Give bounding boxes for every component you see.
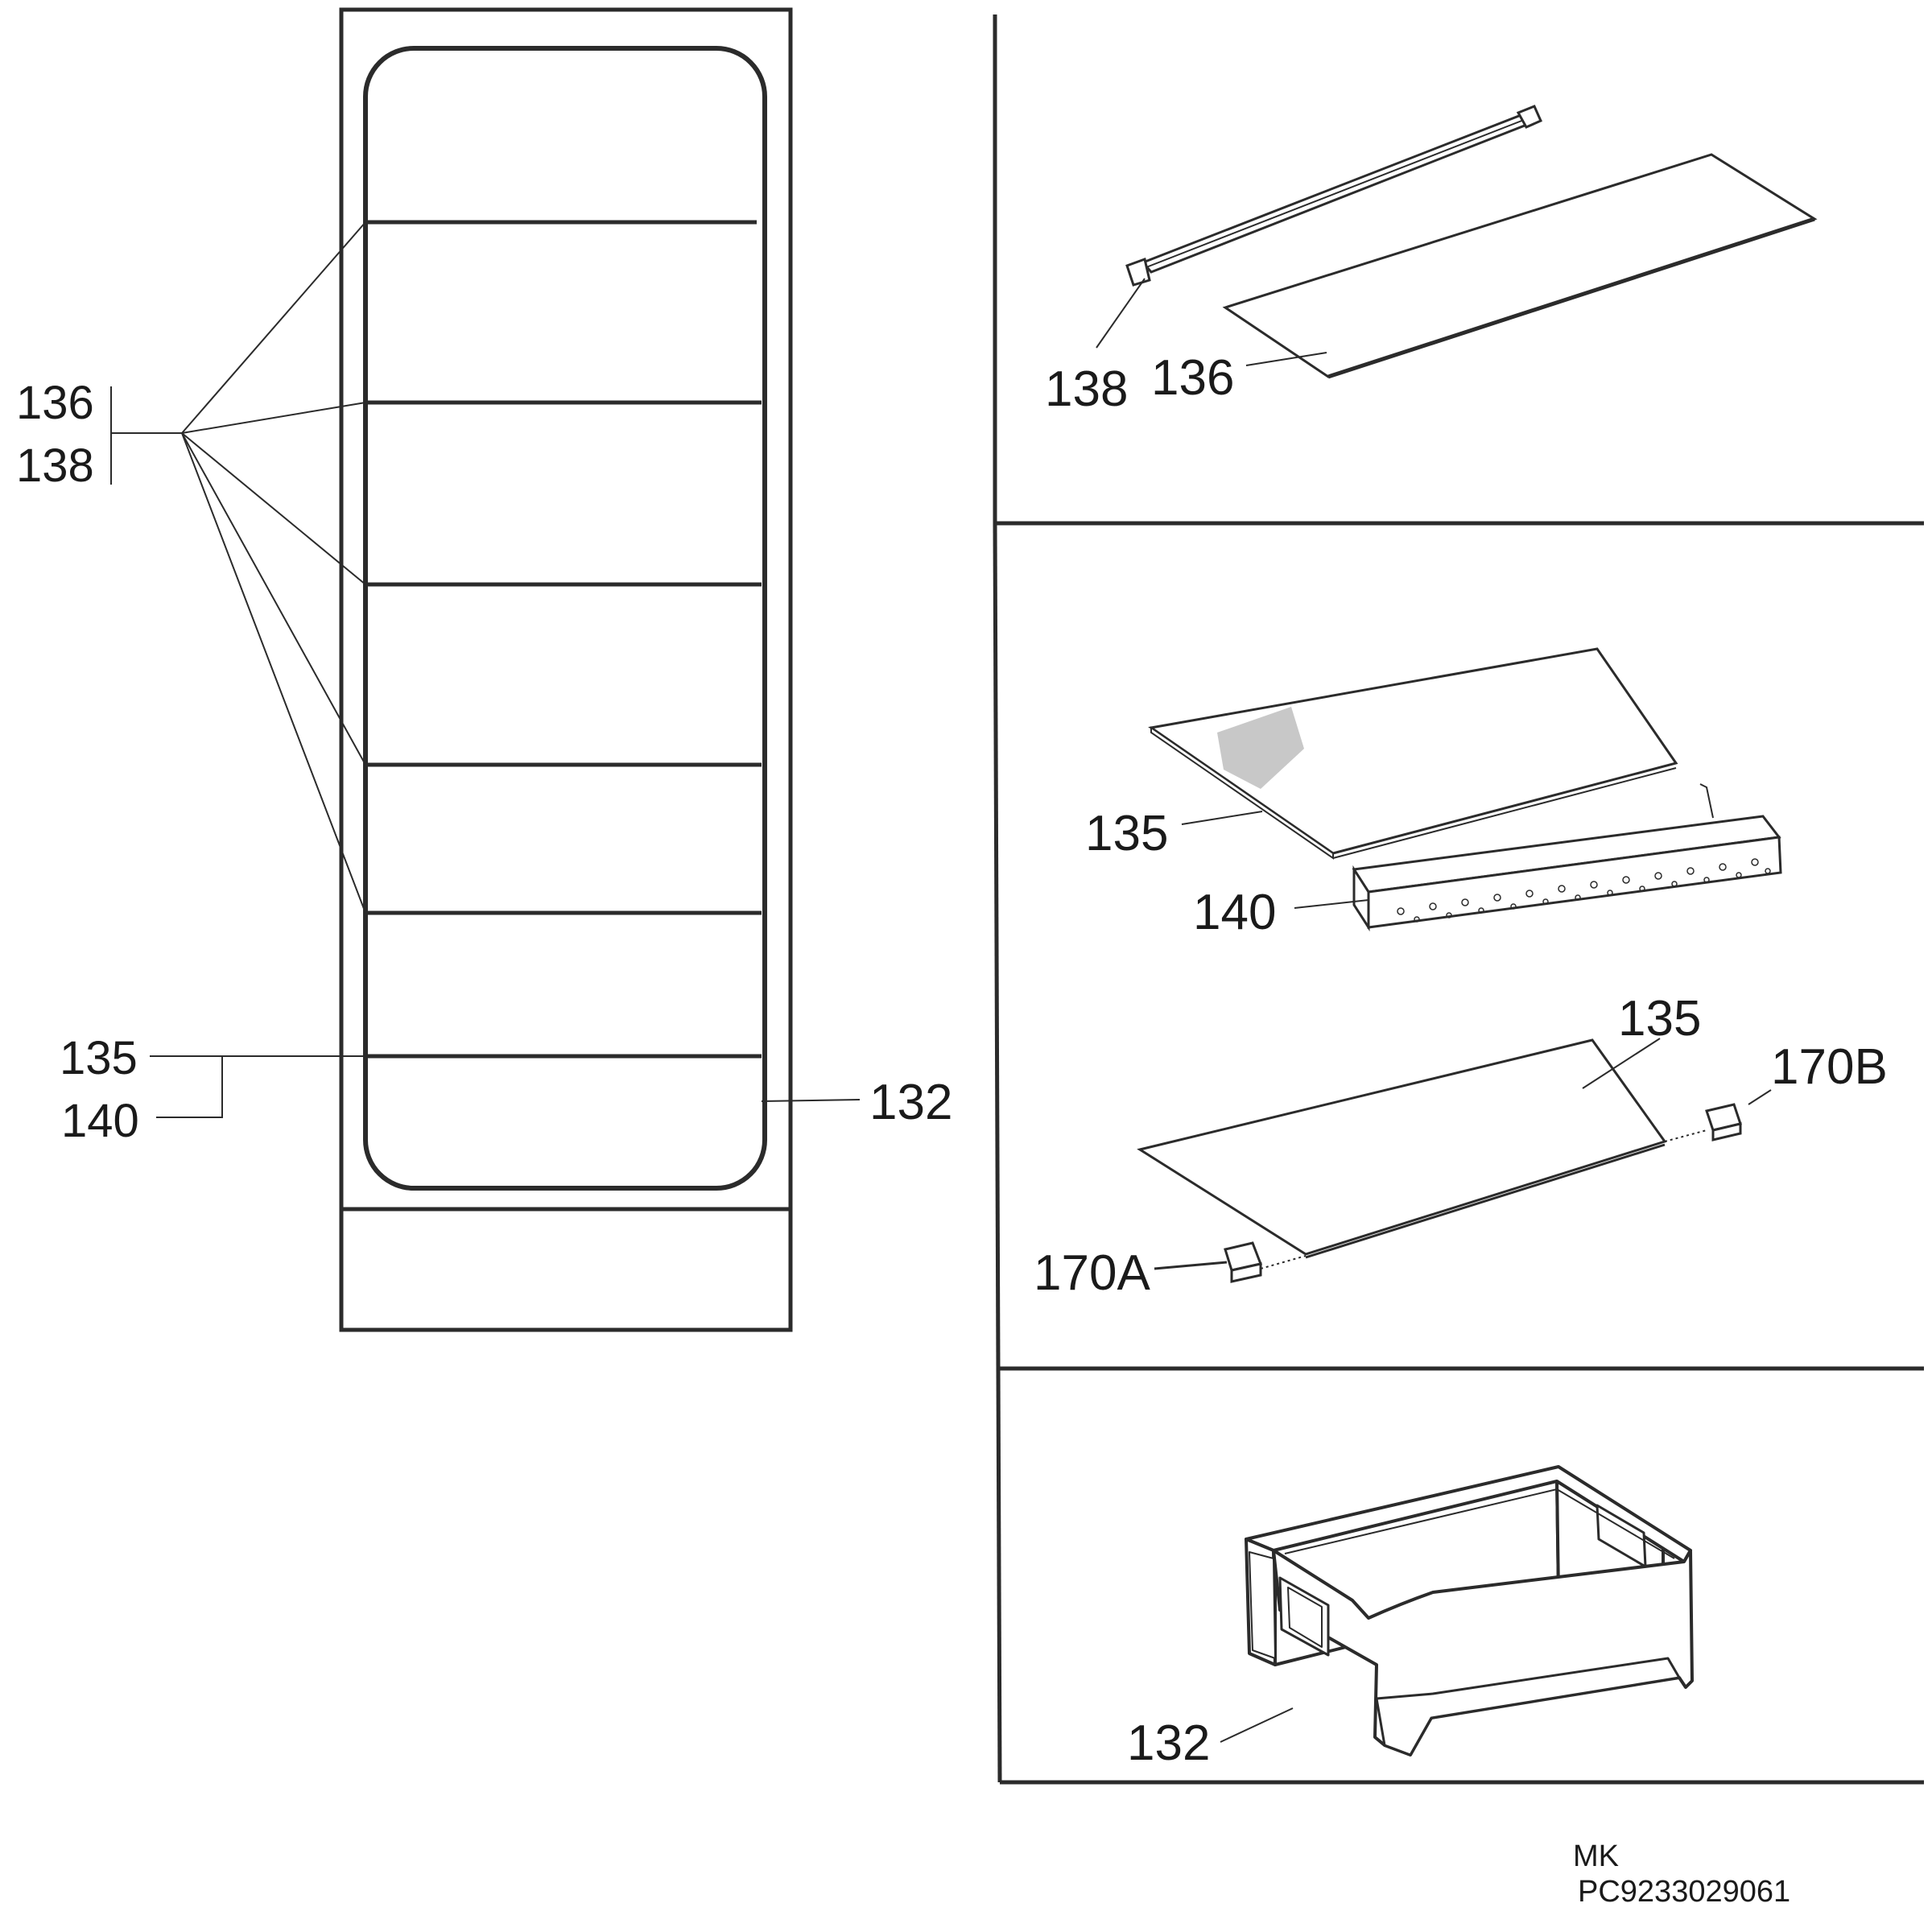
label-138-top: 138 bbox=[1045, 361, 1128, 417]
leader-135-lower bbox=[1582, 1038, 1661, 1089]
glass-shelf-136-edge bbox=[1327, 217, 1815, 379]
inner-liner bbox=[363, 46, 767, 1191]
label-132-left: 132 bbox=[869, 1075, 952, 1130]
clip-170B-drawing bbox=[1705, 1103, 1742, 1141]
parts-panel-frame bbox=[993, 14, 1924, 1785]
label-132-bottom: 132 bbox=[1127, 1715, 1210, 1771]
footer-line-2: PC9233029061 bbox=[1578, 1875, 1790, 1909]
leader-136-top bbox=[1245, 352, 1327, 366]
trim-perforations bbox=[1397, 858, 1771, 923]
label-135-lower: 135 bbox=[1618, 991, 1701, 1046]
leader-170B bbox=[1748, 1089, 1772, 1105]
leader-132-bottom bbox=[1220, 1707, 1294, 1743]
label-136-top: 136 bbox=[1151, 350, 1234, 406]
panel-shelf-136-138: 138 136 bbox=[1045, 105, 1818, 417]
front-trim-140-drawing bbox=[1352, 783, 1782, 932]
crisper-drawer-132-drawing bbox=[1245, 1465, 1694, 1757]
label-135-left: 135 bbox=[60, 1032, 138, 1084]
rear-trim-138-drawing bbox=[1125, 105, 1542, 287]
label-135-upper: 135 bbox=[1085, 806, 1168, 861]
label-170A: 170A bbox=[1034, 1245, 1150, 1301]
footer-line-1: MK bbox=[1573, 1839, 1619, 1873]
leader-138-top bbox=[1096, 278, 1146, 349]
panel-drawer-132: 132 bbox=[1127, 1465, 1694, 1771]
leader-140-mid bbox=[1294, 899, 1369, 909]
leader-132-left bbox=[761, 1099, 861, 1102]
dotted-guide-170A bbox=[1260, 1255, 1307, 1269]
glass-plate-135-upper-front-edge bbox=[1332, 767, 1677, 859]
glass-shelf-136-drawing bbox=[1222, 153, 1818, 378]
label-136-left: 136 bbox=[16, 377, 94, 429]
dotted-guide-170B bbox=[1664, 1129, 1707, 1142]
leader-135-upper bbox=[1181, 811, 1263, 825]
frosted-area bbox=[1217, 707, 1304, 789]
label-170B: 170B bbox=[1771, 1039, 1888, 1095]
glass-plate-135-lower-front-edge bbox=[1305, 1143, 1666, 1259]
clip-170A-drawing bbox=[1224, 1241, 1263, 1283]
appliance-front-view: 136 138 135 140 132 bbox=[16, 7, 952, 1332]
label-138-left: 138 bbox=[16, 440, 94, 492]
leader-170A bbox=[1154, 1261, 1228, 1270]
leader-fan-136-138 bbox=[110, 221, 366, 914]
label-140-mid: 140 bbox=[1193, 885, 1276, 940]
label-140-left: 140 bbox=[61, 1095, 139, 1147]
panel-plates-135-140-170: 135 140 135 170B 170A bbox=[1034, 647, 1888, 1301]
leader-135-140 bbox=[150, 1055, 365, 1118]
cabinet-outline bbox=[339, 7, 793, 1332]
glass-plate-135-lower-drawing bbox=[1137, 1038, 1667, 1256]
